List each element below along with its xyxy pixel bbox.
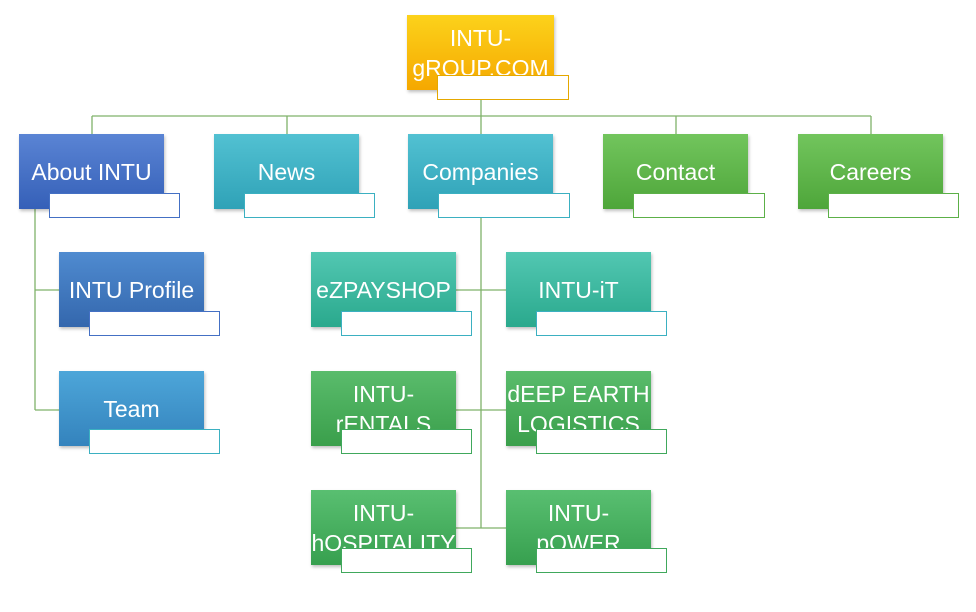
- intu-it-label: INTU-iT: [538, 276, 619, 303]
- team-label: Team: [103, 395, 160, 422]
- careers-label: Careers: [829, 158, 912, 185]
- ezpayshop-subtitle-box: [341, 311, 472, 336]
- contact-subtitle-box: [633, 193, 765, 218]
- ezpayshop-label: eZPAYSHOP: [316, 276, 451, 303]
- news-label: News: [257, 158, 316, 185]
- companies-subtitle-box: [438, 193, 570, 218]
- intu-it-subtitle-box: [536, 311, 667, 336]
- contact-label: Contact: [635, 158, 716, 185]
- deep-earth-subtitle-box: [536, 429, 667, 454]
- intu-rentals-subtitle-box: [341, 429, 472, 454]
- profile-label: INTU Profile: [68, 276, 195, 303]
- intu-hospitality-subtitle-box: [341, 548, 472, 573]
- profile-subtitle-box: [89, 311, 220, 336]
- careers-subtitle-box: [828, 193, 959, 218]
- intu-power-subtitle-box: [536, 548, 667, 573]
- about-subtitle-box: [49, 193, 180, 218]
- root-label: INTU- gROUP.COM: [412, 24, 549, 81]
- team-subtitle-box: [89, 429, 220, 454]
- about-label: About INTU: [31, 158, 152, 185]
- companies-label: Companies: [422, 158, 539, 185]
- root-subtitle-box: [437, 75, 569, 100]
- news-subtitle-box: [244, 193, 375, 218]
